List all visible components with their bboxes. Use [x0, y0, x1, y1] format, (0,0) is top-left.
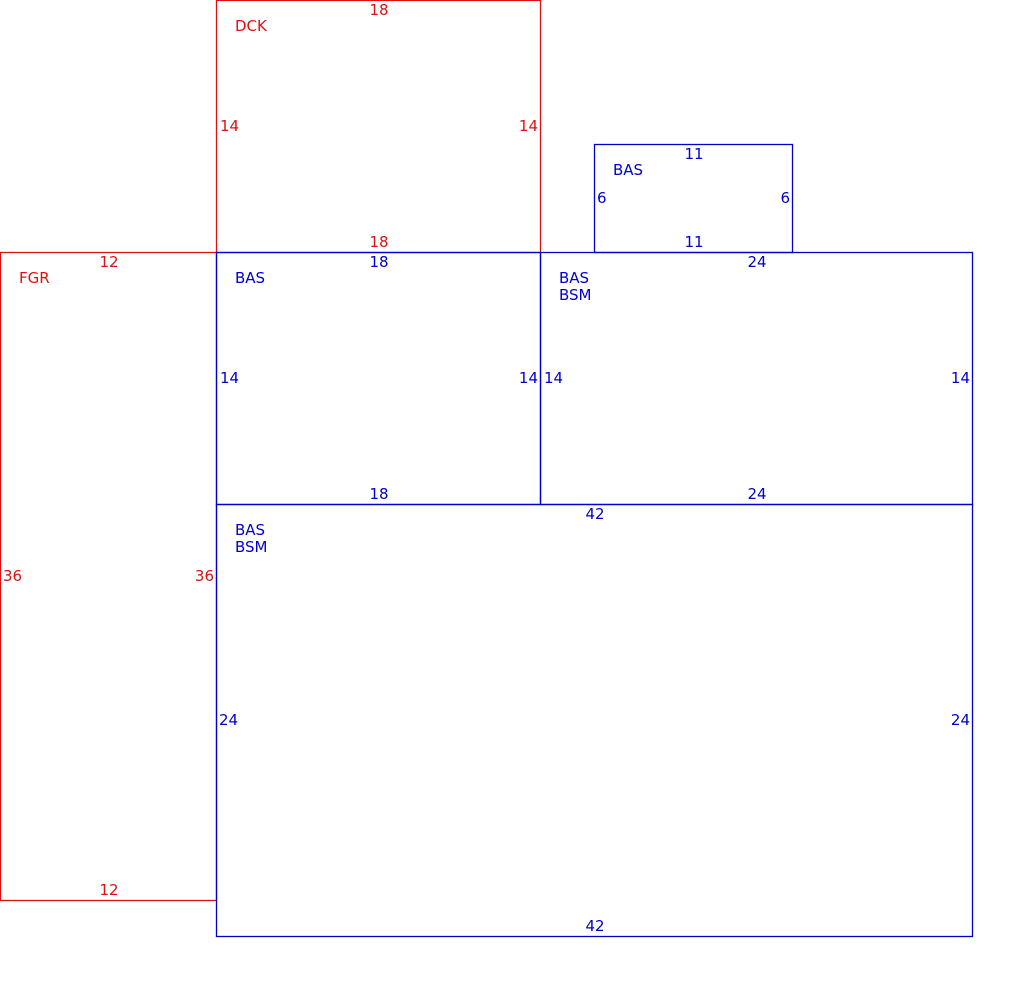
bas-bsm-right-dim-bottom: 24	[747, 485, 766, 503]
dck-dim-top: 18	[369, 1, 388, 19]
fgr-dim-bottom: 12	[99, 881, 118, 899]
bas-mid-outline	[215, 251, 542, 506]
dck-dim-right: 14	[519, 117, 538, 135]
bas-bsm-bottom-label-2: BSM	[235, 538, 268, 556]
bas-bsm-right-dim-top: 24	[747, 253, 766, 271]
fgr-dim-left: 36	[3, 567, 22, 585]
area-dck: DCK 18 18 14 14	[215, 0, 542, 254]
area-bas-bsm-bottom: BAS BSM 42 42 24 24	[215, 503, 974, 938]
bas-bsm-bottom-label-1: BAS	[235, 521, 265, 539]
area-fgr: FGR 12 12 36 36	[0, 251, 218, 902]
bas-mid-dim-left: 14	[220, 369, 239, 387]
bas-mid-dim-bottom: 18	[369, 485, 388, 503]
bas-small-dim-left: 6	[597, 189, 607, 207]
area-bas-bsm-right: BAS BSM 24 24 14 14	[539, 251, 974, 506]
dck-dim-left: 14	[220, 117, 239, 135]
fgr-dim-right: 36	[195, 567, 214, 585]
bas-small-dim-bottom: 11	[684, 233, 703, 251]
bas-small-label: BAS	[613, 161, 643, 179]
dck-outline	[215, 0, 542, 254]
bas-small-dim-top: 11	[684, 145, 703, 163]
fgr-dim-top: 12	[99, 253, 118, 271]
bas-bsm-bottom-dim-right: 24	[951, 711, 970, 729]
fgr-label: FGR	[19, 269, 50, 287]
bas-bsm-right-label-2: BSM	[559, 286, 592, 304]
bas-mid-label: BAS	[235, 269, 265, 287]
bas-mid-dim-right: 14	[519, 369, 538, 387]
bas-mid-dim-top: 18	[369, 253, 388, 271]
bas-bsm-bottom-dim-left: 24	[219, 711, 238, 729]
bas-bsm-bottom-outline	[215, 503, 974, 938]
dck-dim-bottom: 18	[369, 233, 388, 251]
bas-bsm-bottom-dim-bottom: 42	[585, 917, 604, 935]
bas-bsm-bottom-dim-top: 42	[585, 505, 604, 523]
bas-bsm-right-dim-left: 14	[544, 369, 563, 387]
area-bas-small: BAS 11 11 6 6	[593, 143, 794, 254]
fgr-outline	[0, 251, 218, 902]
bas-bsm-right-outline	[539, 251, 974, 506]
bas-bsm-right-dim-right: 14	[951, 369, 970, 387]
area-bas-mid: BAS 18 18 14 14	[215, 251, 542, 506]
bas-bsm-right-label-1: BAS	[559, 269, 589, 287]
bas-small-dim-right: 6	[780, 189, 790, 207]
dck-label: DCK	[235, 17, 268, 35]
